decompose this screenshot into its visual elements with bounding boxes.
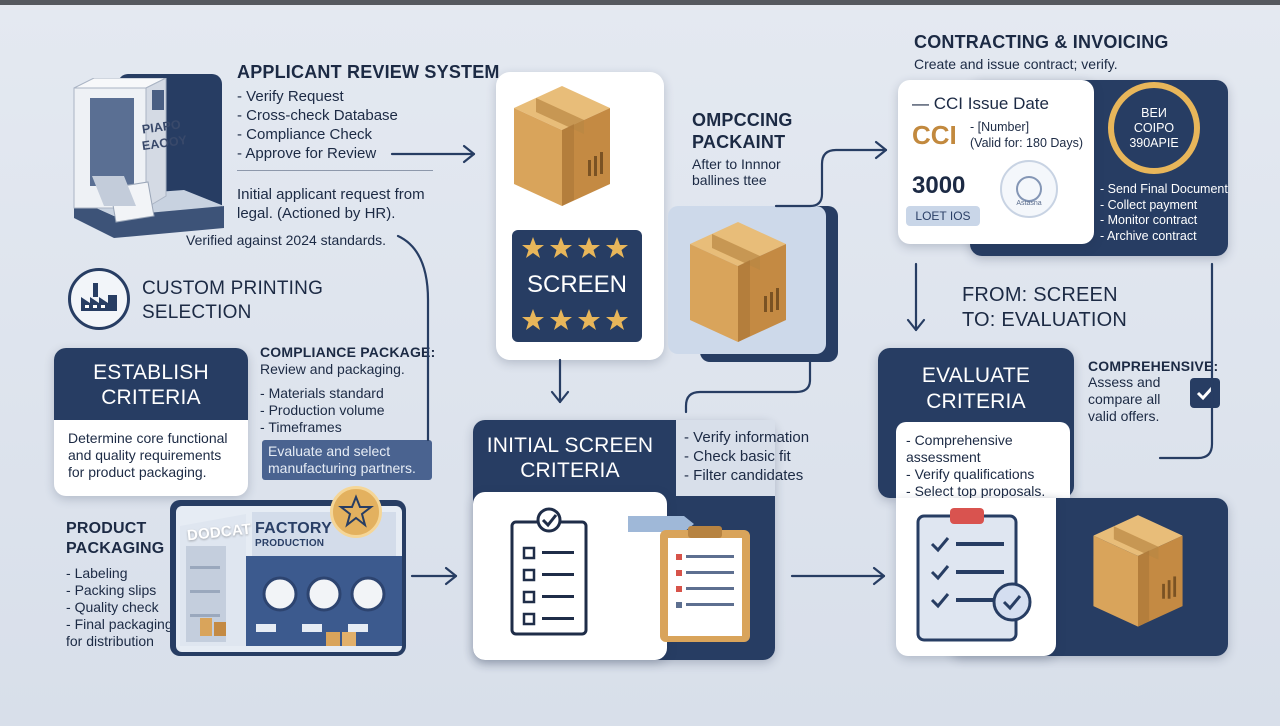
evaluate-title-2: CRITERIA — [926, 390, 1026, 413]
seal-inner — [1114, 88, 1194, 168]
list-item: Collect payment — [1100, 198, 1228, 214]
product-list: Labeling Packing slips Quality check Fin… — [66, 565, 174, 650]
to-evaluation: TO: EVALUATION — [962, 309, 1128, 331]
initial-screen-title-1: INITIAL SCREEN — [486, 434, 654, 457]
compliance-title: COMPLIANCE PACKAGE: — [260, 344, 436, 360]
list-item: Send Final Document — [1100, 182, 1228, 198]
packaging-mid-sub-1: After to Innnor — [692, 156, 781, 172]
evaluate-title-1: EVALUATE — [921, 364, 1031, 387]
list-item: Final packaging for distribution — [66, 616, 174, 650]
compliance-subtitle: Review and packaging. — [260, 361, 405, 377]
cardboard-box-icon — [1078, 504, 1198, 634]
custom-printing-title-1: CUSTOM PRINTING — [142, 278, 324, 299]
factory-sign-2: FACTORY — [255, 520, 332, 537]
evaluate-checklist-icon — [912, 506, 1042, 646]
factory-icon — [68, 268, 130, 330]
contracting-list: Send Final Document Collect payment Moni… — [1100, 182, 1228, 244]
factory-sign-3: PRODUCTION — [255, 538, 325, 549]
contracting-subtitle: Create and issue contract; verify. — [914, 56, 1118, 72]
stamp-inner — [1016, 176, 1042, 202]
clipboard-icon — [628, 508, 754, 644]
list-item: Packing slips — [66, 582, 174, 599]
badge-icon — [330, 486, 382, 538]
list-item: Cross-check Database — [237, 106, 398, 125]
compliance-note: Evaluate and select manufacturing partne… — [262, 440, 432, 480]
establish-title-2: CRITERIA — [101, 386, 201, 409]
product-title-2: PACKAGING — [66, 540, 165, 557]
applicant-list: Verify Request Cross-check Database Comp… — [237, 87, 398, 163]
applicant-title: APPLICANT REVIEW SYSTEM — [237, 62, 500, 82]
cardboard-box-icon — [506, 74, 618, 214]
list-item: Production volume — [260, 402, 385, 419]
contract-button[interactable]: LOET IOS — [906, 206, 980, 226]
comprehensive-text: Assess and compare all valid offers. — [1088, 374, 1161, 424]
list-item: Materials standard — [260, 385, 385, 402]
from-screen: FROM: SCREEN — [962, 284, 1118, 306]
applicant-divider — [237, 170, 433, 171]
stamp-text: Astasna — [1016, 200, 1042, 207]
list-item: Approve for Review — [237, 144, 398, 163]
applicant-note: Verified against 2024 standards. — [186, 232, 387, 248]
initial-screen-title-2: CRITERIA — [520, 459, 620, 482]
stars-top — [522, 236, 634, 260]
list-item: Comprehensive assessment — [906, 432, 1066, 466]
list-item: Monitor contract — [1100, 213, 1228, 229]
issue-date: — CCI Issue Date — [912, 94, 1049, 113]
cci-label: CCI — [912, 120, 957, 150]
top-border — [0, 0, 1280, 5]
cci-number: - [Number] — [970, 120, 1030, 134]
establish-title-1: ESTABLISH — [93, 361, 209, 384]
list-item: Compliance Check — [237, 125, 398, 144]
list-item: Verify information — [684, 428, 809, 447]
screen-label: SCREEN — [526, 271, 628, 298]
stars-bottom — [522, 308, 634, 332]
list-item: Select top proposals. — [906, 483, 1066, 500]
cci-valid: (Valid for: 180 Days) — [970, 136, 1084, 150]
seal-text-3: 390APIE — [1129, 136, 1179, 150]
comprehensive-title: COMPREHENSIVE: — [1088, 358, 1219, 374]
contracting-title: CONTRACTING & INVOICING — [914, 32, 1169, 52]
list-item: Check basic fit — [684, 447, 809, 466]
list-item: Filter candidates — [684, 466, 809, 485]
packaging-mid-title-2: PACKAINT — [692, 132, 786, 152]
establish-header — [54, 348, 248, 420]
seal-text-2: COIPO — [1133, 121, 1175, 135]
list-item: Timeframes — [260, 419, 385, 436]
cardboard-box-icon — [682, 210, 794, 350]
initial-screen-list-front: Verify information Check basic fit Filte… — [684, 428, 809, 485]
amount: 3000 — [912, 172, 966, 199]
list-item: Quality check — [66, 599, 174, 616]
establish-description: Determine core functional and quality re… — [68, 430, 228, 480]
applicant-machine-illustration — [54, 78, 224, 238]
product-title-1: PRODUCT — [66, 520, 147, 537]
applicant-description: Initial applicant request from legal. (A… — [237, 186, 425, 222]
list-item: Verify qualifications — [906, 466, 1066, 483]
compliance-list: Materials standard Production volume Tim… — [260, 385, 385, 436]
list-item: Archive contract — [1100, 229, 1228, 245]
seal-text-1: BEИ — [1141, 106, 1167, 120]
packaging-mid-sub-2: ballines ttee — [692, 172, 767, 188]
packaging-mid-title-1: OMPCCING — [692, 110, 793, 130]
custom-printing-title-2: SELECTION — [142, 302, 252, 323]
checklist-icon — [506, 506, 592, 638]
evaluate-list: Comprehensive assessment Verify qualific… — [906, 432, 1066, 500]
list-item: Verify Request — [237, 87, 398, 106]
check-icon — [1190, 378, 1220, 408]
list-item: Labeling — [66, 565, 174, 582]
